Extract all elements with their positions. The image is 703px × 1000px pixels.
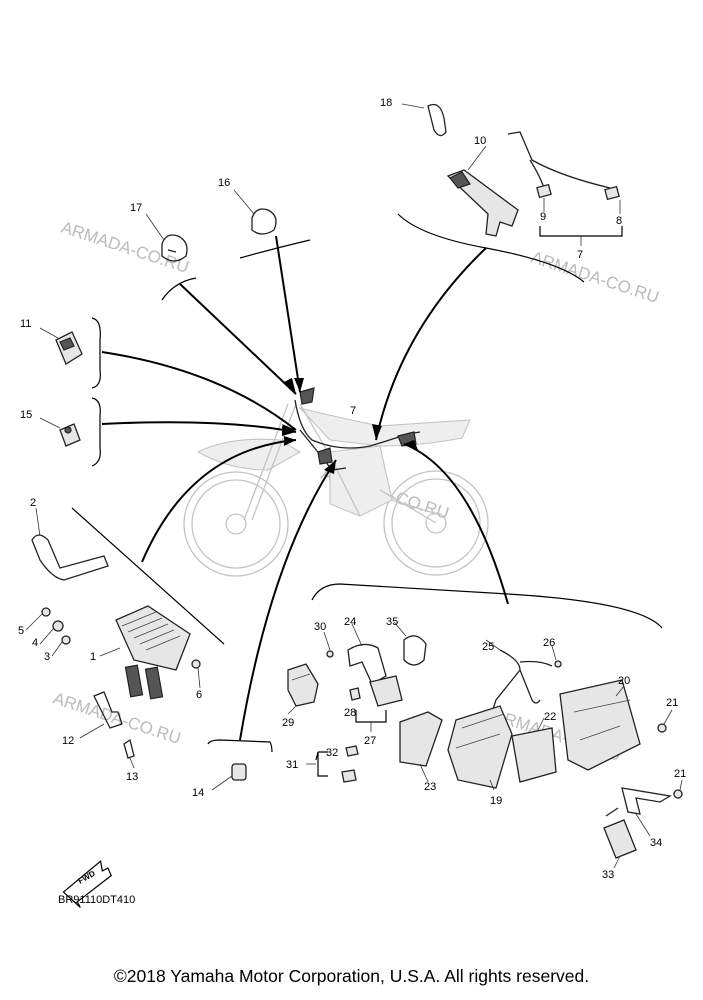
motorcycle-outline xyxy=(183,403,489,577)
callout-21-top[interactable]: 21 xyxy=(666,697,678,709)
callout-numbers: 1 2 3 4 5 6 7 7 8 9 10 11 12 13 14 15 16… xyxy=(18,97,686,881)
callout-13[interactable]: 13 xyxy=(126,771,138,783)
callout-22[interactable]: 22 xyxy=(544,711,556,723)
callout-29[interactable]: 29 xyxy=(282,717,294,729)
part-34-bracket xyxy=(621,787,672,837)
callout-32[interactable]: 32 xyxy=(326,747,338,759)
callout-28[interactable]: 28 xyxy=(344,707,356,719)
callout-27[interactable]: 27 xyxy=(364,735,376,747)
watermark: ARMADA-CO.RU xyxy=(59,218,192,277)
callout-6[interactable]: 6 xyxy=(196,689,202,701)
callout-24[interactable]: 24 xyxy=(344,616,356,628)
part-18-band xyxy=(401,103,447,137)
callout-21-lower[interactable]: 21 xyxy=(674,768,686,780)
diagram-reference-code: BR91110DT410 xyxy=(58,894,135,906)
part-23-cover xyxy=(399,711,443,783)
parts-3-4-5-hardware xyxy=(25,607,71,657)
callout-23[interactable]: 23 xyxy=(424,781,436,793)
callout-30[interactable]: 30 xyxy=(314,621,326,633)
copyright-notice: ©2018 Yamaha Motor Corporation, U.S.A. A… xyxy=(113,966,590,986)
part-22-pad xyxy=(511,717,557,783)
callout-7-bike[interactable]: 7 xyxy=(350,405,356,417)
callout-19[interactable]: 19 xyxy=(490,795,502,807)
callout-7-harness[interactable]: 7 xyxy=(577,249,583,261)
part-33-motor xyxy=(603,807,637,869)
part-29-relay xyxy=(287,663,319,715)
part-14-sensor xyxy=(211,763,247,791)
callout-12[interactable]: 12 xyxy=(62,735,74,747)
arrowhead xyxy=(324,460,336,474)
arrowhead xyxy=(282,426,296,436)
callout-8[interactable]: 8 xyxy=(616,215,622,227)
callout-33[interactable]: 33 xyxy=(602,869,614,881)
part-21-bolt-lower xyxy=(673,779,683,799)
arrowhead xyxy=(372,424,382,440)
part-12-clamp xyxy=(79,691,123,739)
part-6-bolt xyxy=(191,659,201,689)
callout-4[interactable]: 4 xyxy=(32,637,38,649)
part-7-sub-harness xyxy=(507,131,623,246)
arrowhead xyxy=(294,378,304,392)
callout-10[interactable]: 10 xyxy=(474,135,486,147)
callout-20[interactable]: 20 xyxy=(618,675,630,687)
part-2-bracket xyxy=(31,507,109,581)
callout-11[interactable]: 11 xyxy=(20,318,31,330)
part-15-connector xyxy=(39,417,81,447)
callout-3[interactable]: 3 xyxy=(44,651,50,663)
part-17-band xyxy=(145,213,188,262)
part-31-assembly xyxy=(306,745,359,783)
callout-25[interactable]: 25 xyxy=(482,641,494,653)
part-25-cable xyxy=(485,639,553,713)
part-30-bolt xyxy=(323,631,334,658)
part-11-connector xyxy=(39,327,83,365)
callout-17[interactable]: 17 xyxy=(130,202,142,214)
part-21-bolt-top xyxy=(657,709,673,733)
callout-31[interactable]: 31 xyxy=(286,759,298,771)
part-26-bolt xyxy=(551,645,562,668)
callout-15[interactable]: 15 xyxy=(20,409,32,421)
watermark: ARMADA-CO.RU xyxy=(529,248,662,307)
callout-34[interactable]: 34 xyxy=(650,837,662,849)
callout-lines xyxy=(71,213,663,753)
callout-26[interactable]: 26 xyxy=(543,637,555,649)
part-1-rectifier xyxy=(99,605,191,700)
arrowhead xyxy=(284,378,296,394)
arrowhead xyxy=(284,436,296,446)
part-13-bolt xyxy=(123,738,135,769)
part-35-strap xyxy=(393,621,427,666)
callout-9[interactable]: 9 xyxy=(540,211,546,223)
part-24-bracket xyxy=(347,623,387,685)
part-10-cap xyxy=(446,145,519,237)
callout-1[interactable]: 1 xyxy=(90,651,96,663)
part-16-band xyxy=(233,189,277,235)
part-19-battery xyxy=(447,705,513,791)
arrowhead xyxy=(404,440,418,450)
callout-5[interactable]: 5 xyxy=(18,625,24,637)
callout-16[interactable]: 16 xyxy=(218,177,230,189)
wire-harness-7-on-bike xyxy=(294,387,421,471)
part-27-assembly xyxy=(349,675,403,732)
callout-14[interactable]: 14 xyxy=(192,787,204,799)
callout-35[interactable]: 35 xyxy=(386,616,398,628)
callout-18[interactable]: 18 xyxy=(380,97,392,109)
callout-2[interactable]: 2 xyxy=(30,497,36,509)
part-20-holder xyxy=(559,679,641,771)
